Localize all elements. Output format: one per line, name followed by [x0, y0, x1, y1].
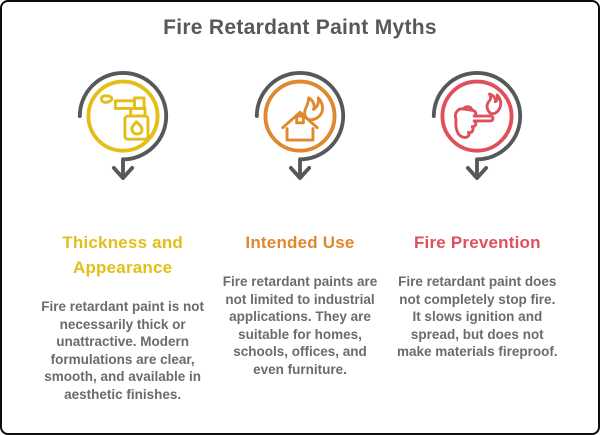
circular-arrow-icon: [77, 71, 168, 180]
finger-flame-shape: [485, 92, 503, 116]
circular-arrow-icon: [432, 71, 523, 180]
walls-shape: [285, 127, 315, 142]
page-title: Fire Retardant Paint Myths: [163, 16, 437, 39]
icon-ring: [263, 79, 337, 153]
spray-puff-shape: [99, 94, 113, 104]
column-body-text: Fire retardant paints are not limited to…: [222, 274, 378, 377]
pointing-hand-flame-icon: [432, 71, 523, 180]
icon-ring: [440, 79, 514, 153]
spray-torch-icon: [77, 71, 168, 180]
myth-columns: Thickness and Appearance Fire retardant …: [2, 68, 598, 404]
column-heading: Intended Use: [245, 233, 355, 252]
flame-droplet-shape: [130, 120, 144, 136]
roof-shape: [281, 110, 319, 130]
burning-house-icon: [254, 71, 346, 180]
icon-ring: [86, 79, 160, 153]
column-fire-prevention: Fire Prevention Fire retardant paint doe…: [389, 68, 566, 404]
column-intended-use: Intended Use Fire retardant paints are n…: [211, 68, 388, 404]
column-heading: Thickness and Appearance: [62, 233, 183, 277]
bottle-body-shape: [123, 114, 150, 141]
down-arrow-icon: [111, 166, 134, 180]
column-body-text: Fire retardant paint is not necessarily …: [41, 299, 205, 402]
circular-arrow-icon: [254, 71, 346, 180]
burning-house-glyph: [263, 79, 337, 153]
down-arrow-icon: [288, 166, 312, 180]
column-heading: Fire Prevention: [413, 233, 541, 252]
window-shape: [295, 114, 305, 125]
spray-torch-glyph: [86, 79, 160, 153]
pointing-hand-shape: [454, 107, 495, 139]
column-body-text: Fire retardant paint does not completely…: [397, 274, 558, 360]
down-arrow-icon: [466, 166, 489, 180]
cap-shape: [132, 96, 146, 110]
column-thickness-appearance: Thickness and Appearance Fire retardant …: [34, 68, 211, 404]
house-flame-shape: [303, 96, 324, 122]
pointing-hand-flame-glyph: [440, 79, 514, 153]
thumb-bump-shape: [462, 105, 474, 111]
